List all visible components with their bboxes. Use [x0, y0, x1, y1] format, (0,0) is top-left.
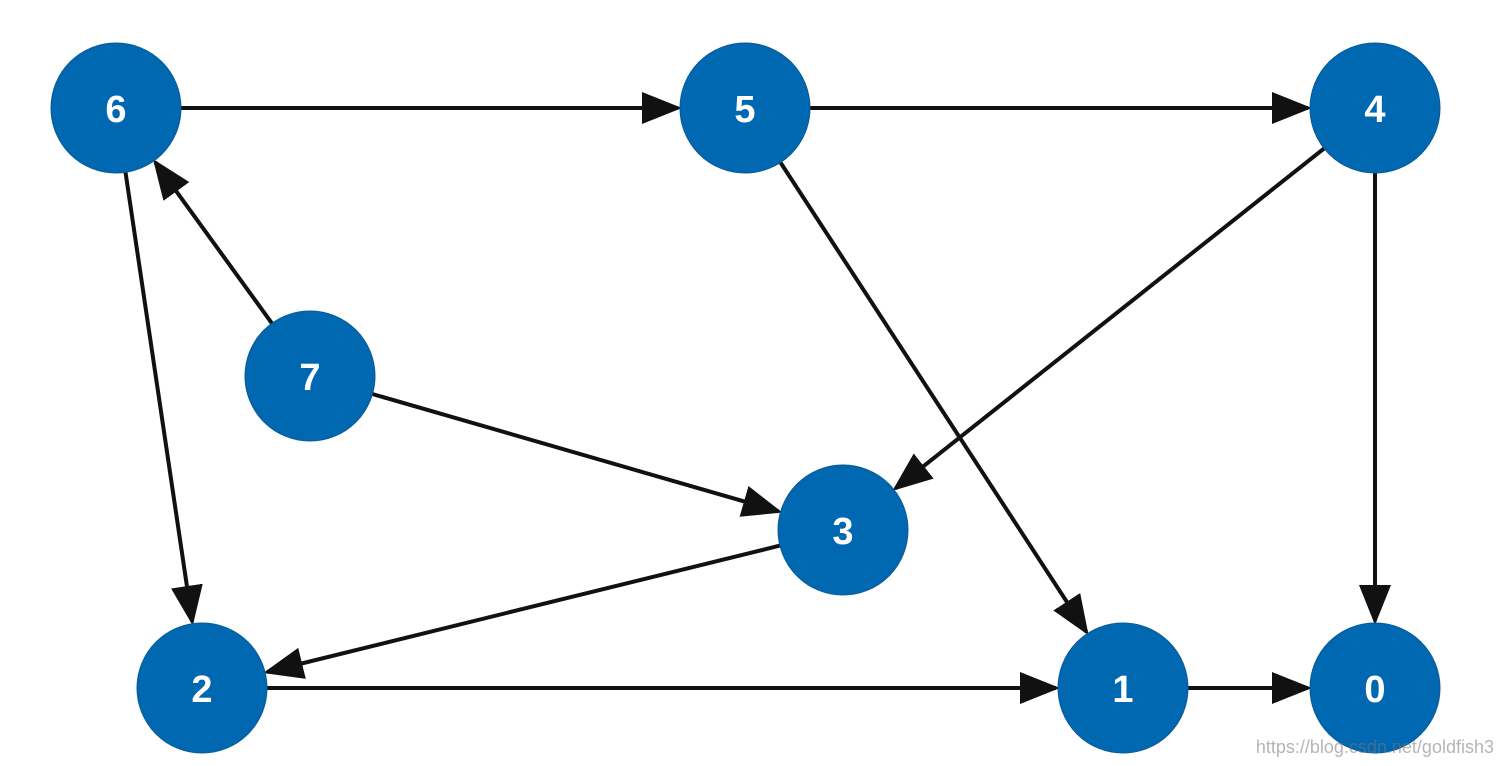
- node-circle-4: [1309, 42, 1441, 174]
- node-label-7: 7: [299, 357, 320, 399]
- node-label-5: 5: [734, 89, 755, 131]
- node-label-2: 2: [191, 669, 212, 711]
- edge-4-to-3: [892, 146, 1326, 491]
- edge-7-to-6: [152, 159, 274, 325]
- node-label-1: 1: [1112, 669, 1133, 711]
- node-circle-7: [244, 310, 376, 442]
- edge-5-to-1: [778, 161, 1089, 636]
- node-7: 7: [244, 310, 376, 442]
- node-label-4: 4: [1364, 89, 1385, 131]
- node-label-0: 0: [1364, 669, 1385, 711]
- node-circle-6: [50, 42, 182, 174]
- node-2: 2: [136, 622, 268, 754]
- node-3: 3: [777, 464, 909, 596]
- node-circle-1: [1057, 622, 1189, 754]
- node-circle-5: [679, 42, 811, 174]
- edges-layer: [123, 92, 1391, 704]
- nodes-layer: 0 1 2 3 4 5 6 7: [50, 42, 1441, 754]
- watermark-text: https://blog.csdn.net/goldfish3: [1255, 737, 1494, 757]
- node-5: 5: [679, 42, 811, 174]
- node-6: 6: [50, 42, 182, 174]
- node-circle-0: [1309, 622, 1441, 754]
- node-0: 0: [1309, 622, 1441, 754]
- edge-3-to-2: [263, 543, 781, 679]
- node-circle-2: [136, 622, 268, 754]
- node-label-3: 3: [832, 511, 853, 553]
- node-circle-3: [777, 464, 909, 596]
- edge-6-to-2: [123, 172, 203, 626]
- node-4: 4: [1309, 42, 1441, 174]
- node-label-6: 6: [105, 89, 126, 131]
- node-1: 1: [1057, 622, 1189, 754]
- edge-7-to-3: [371, 392, 783, 517]
